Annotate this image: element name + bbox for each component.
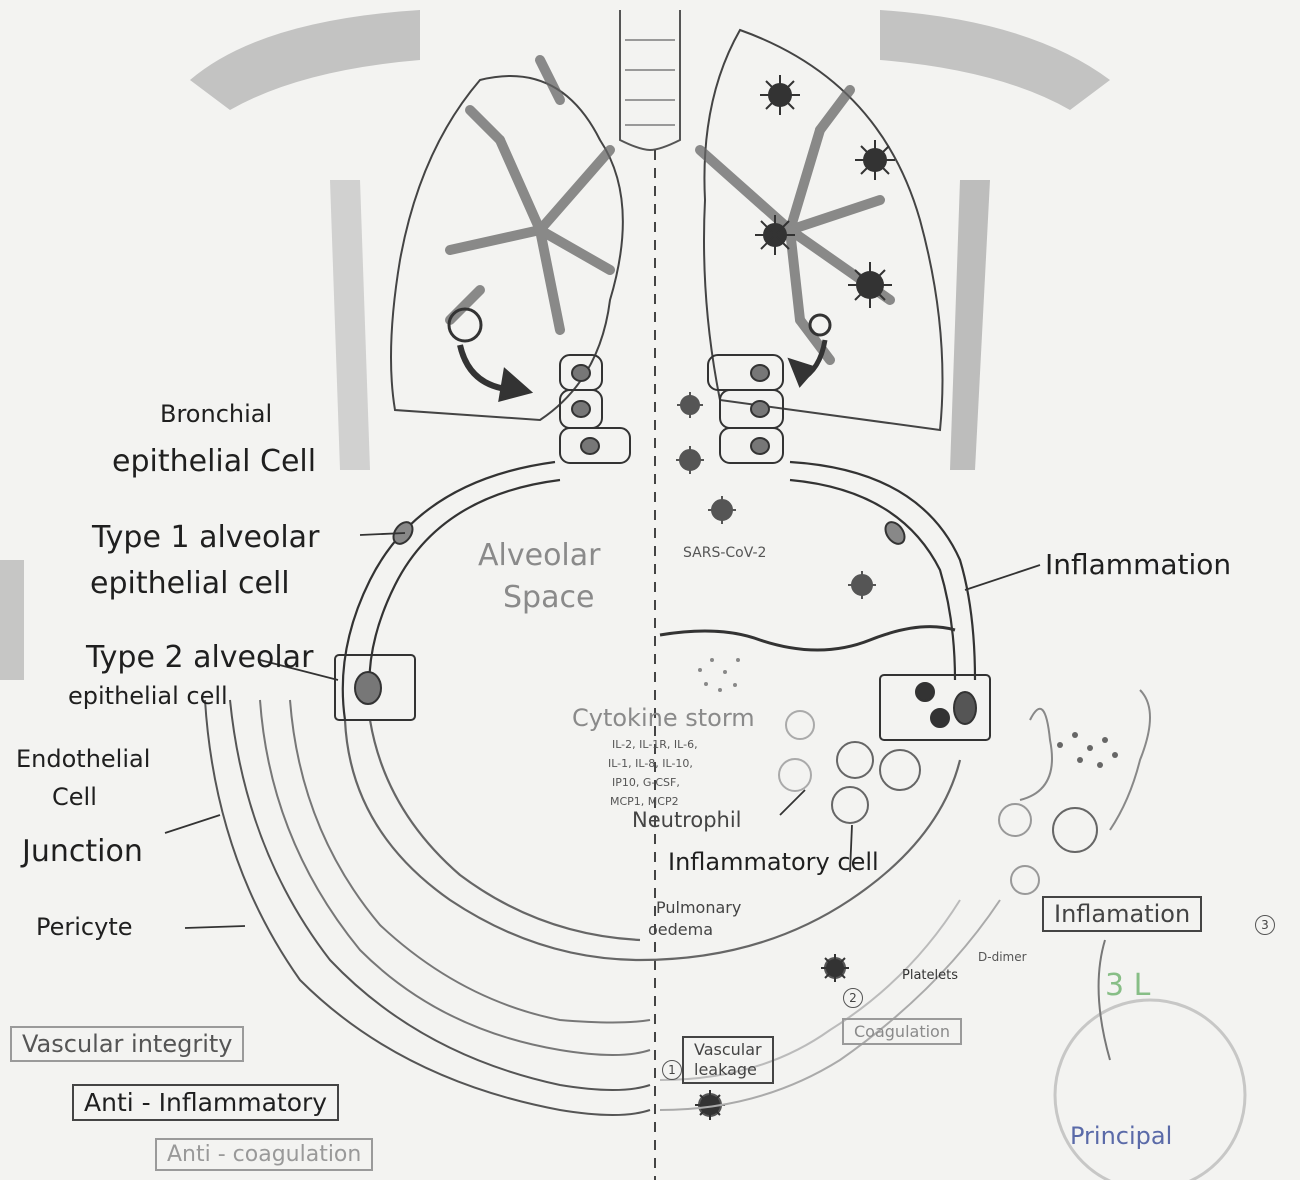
virus-cluster-lung xyxy=(755,75,895,308)
label-type2-line1: Type 2 alveolar xyxy=(86,640,313,675)
label-neutrophil: Neutrophil xyxy=(632,808,742,832)
label-type2-line2: epithelial cell xyxy=(68,682,228,710)
label-d-dimer: D-dimer xyxy=(978,950,1027,964)
label-vascular-leakage-line2: leakage xyxy=(694,1060,762,1080)
label-endothelial-line2: Cell xyxy=(52,783,97,811)
label-bronchial-line2: epithelial Cell xyxy=(112,444,316,479)
label-endothelial-line1: Endothelial xyxy=(16,745,150,773)
label-inflammation: Inflammation xyxy=(1045,548,1231,581)
label-inflammatory-cell: Inflammatory cell xyxy=(668,848,879,876)
label-anti-coagulation: Anti - coagulation xyxy=(155,1138,373,1171)
label-cytokine-list1: IL-2, IL-1R, IL-6, xyxy=(612,738,698,751)
label-cytokine-storm: Cytokine storm xyxy=(572,704,755,732)
label-cytokine-list3: IP10, G-CSF, xyxy=(612,776,680,789)
stamp-circle xyxy=(1055,1000,1245,1180)
right-lung xyxy=(700,30,943,430)
handwritten-mark: 3 L xyxy=(1105,968,1150,1003)
left-lung xyxy=(391,60,623,420)
label-vascular-leakage: Vascular leakage xyxy=(682,1036,774,1084)
stamp-principal: Principal xyxy=(1070,1122,1172,1150)
label-vascular-leakage-line1: Vascular xyxy=(694,1040,762,1060)
virus-alveolar xyxy=(676,392,876,1120)
label-vascular-integrity: Vascular integrity xyxy=(10,1026,244,1062)
step-number-1: 1 xyxy=(662,1060,682,1080)
label-alveolar-line2: Space xyxy=(503,580,594,615)
label-inflamation-box: Inflamation xyxy=(1042,896,1202,932)
label-pericyte: Pericyte xyxy=(36,913,133,941)
label-virus: SARS-CoV-2 xyxy=(683,545,766,561)
label-pulmonary-line2: oedema xyxy=(648,920,713,939)
label-bronchial-line1: Bronchial xyxy=(160,400,272,428)
step-number-3: 3 xyxy=(1255,915,1275,935)
label-platelets: Platelets xyxy=(902,968,958,983)
label-coagulation: Coagulation xyxy=(842,1018,962,1045)
label-junction: Junction xyxy=(22,834,143,869)
label-cytokine-list4: MCP1, MCP2 xyxy=(610,795,679,808)
step-number-2: 2 xyxy=(843,988,863,1008)
label-alveolar-line1: Alveolar xyxy=(478,538,600,573)
label-type1-line1: Type 1 alveolar xyxy=(92,520,319,555)
label-type1-line2: epithelial cell xyxy=(90,566,290,601)
bronchial-epithelial-cells xyxy=(560,355,783,463)
label-anti-inflammatory: Anti - Inflammatory xyxy=(72,1084,339,1121)
trachea xyxy=(620,10,680,150)
label-pulmonary-line1: Pulmonary xyxy=(656,898,741,917)
label-cytokine-list2: IL-1, IL-8, IL-10, xyxy=(608,757,693,770)
